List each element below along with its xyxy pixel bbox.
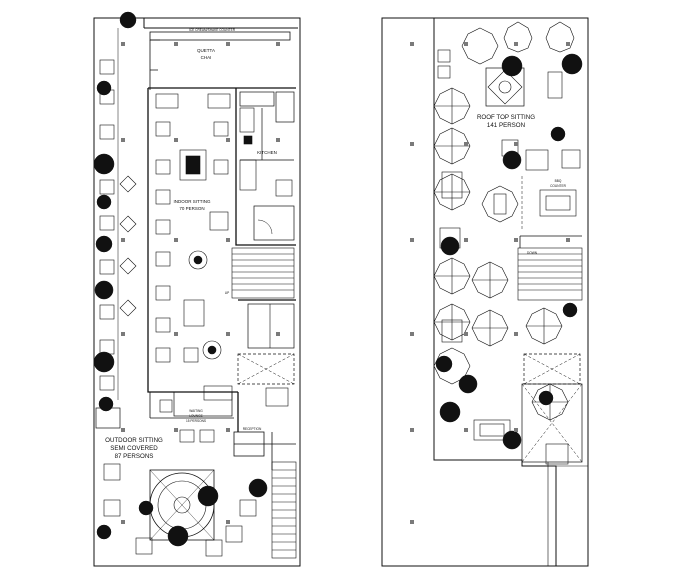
right-floor-plan: [381, 17, 589, 567]
bbq-label-line2: COUNTER: [550, 184, 566, 188]
right-labels: ROOF TOP SITTING 141 PERSON DOWN BBQ COU…: [477, 114, 567, 255]
rooftop-label-line1: ROOF TOP SITTING: [477, 114, 535, 121]
outdoor-label-line1: OUTDOOR SITTING: [105, 437, 163, 444]
right-trees: [435, 53, 583, 450]
indoor-label-line2: 70 PERSON: [179, 206, 204, 211]
outdoor-label-line2: SEMI COVERED: [110, 445, 158, 452]
left-floor-plan: [93, 17, 301, 567]
right-umbrellas: [433, 21, 575, 421]
indoor-label-line1: INDOOR SITTING: [174, 199, 211, 204]
icecream-counter-label: ICE CREAM/SHAKE COUNTER: [189, 28, 236, 32]
left-staircase: [231, 247, 295, 299]
waiting-label-line2: LOUNGE: [189, 414, 202, 418]
right-staircase: [517, 247, 583, 301]
outdoor-label-line3: 87 PERSONS: [115, 453, 154, 460]
rooftop-label-line2: 141 PERSON: [487, 122, 525, 129]
bbq-label-line1: BBQ: [555, 179, 562, 183]
left-furniture: [99, 59, 293, 557]
down-arrow-label: DOWN: [527, 251, 538, 255]
quetta-label-line1: QUETTA: [197, 48, 215, 53]
waiting-label-line3: 15 PERSONS: [186, 419, 206, 423]
exterior-staircase: [271, 461, 297, 559]
right-columns: [410, 42, 570, 524]
up-arrow-label: UP: [225, 291, 229, 295]
left-columns: [121, 42, 280, 524]
kitchen-label: KITCHEN: [257, 150, 277, 155]
left-labels: ICE CREAM/SHAKE COUNTER QUETTA CHAI KITC…: [105, 28, 277, 460]
left-trees: [93, 11, 268, 547]
quetta-label-line2: CHAI: [201, 55, 212, 60]
reception-label: RECEPTION: [243, 427, 262, 431]
right-outer-wall: [381, 17, 589, 567]
waiting-label-line1: WAITING: [189, 409, 203, 413]
left-outer-wall: [93, 17, 301, 567]
right-furniture: [437, 49, 581, 465]
